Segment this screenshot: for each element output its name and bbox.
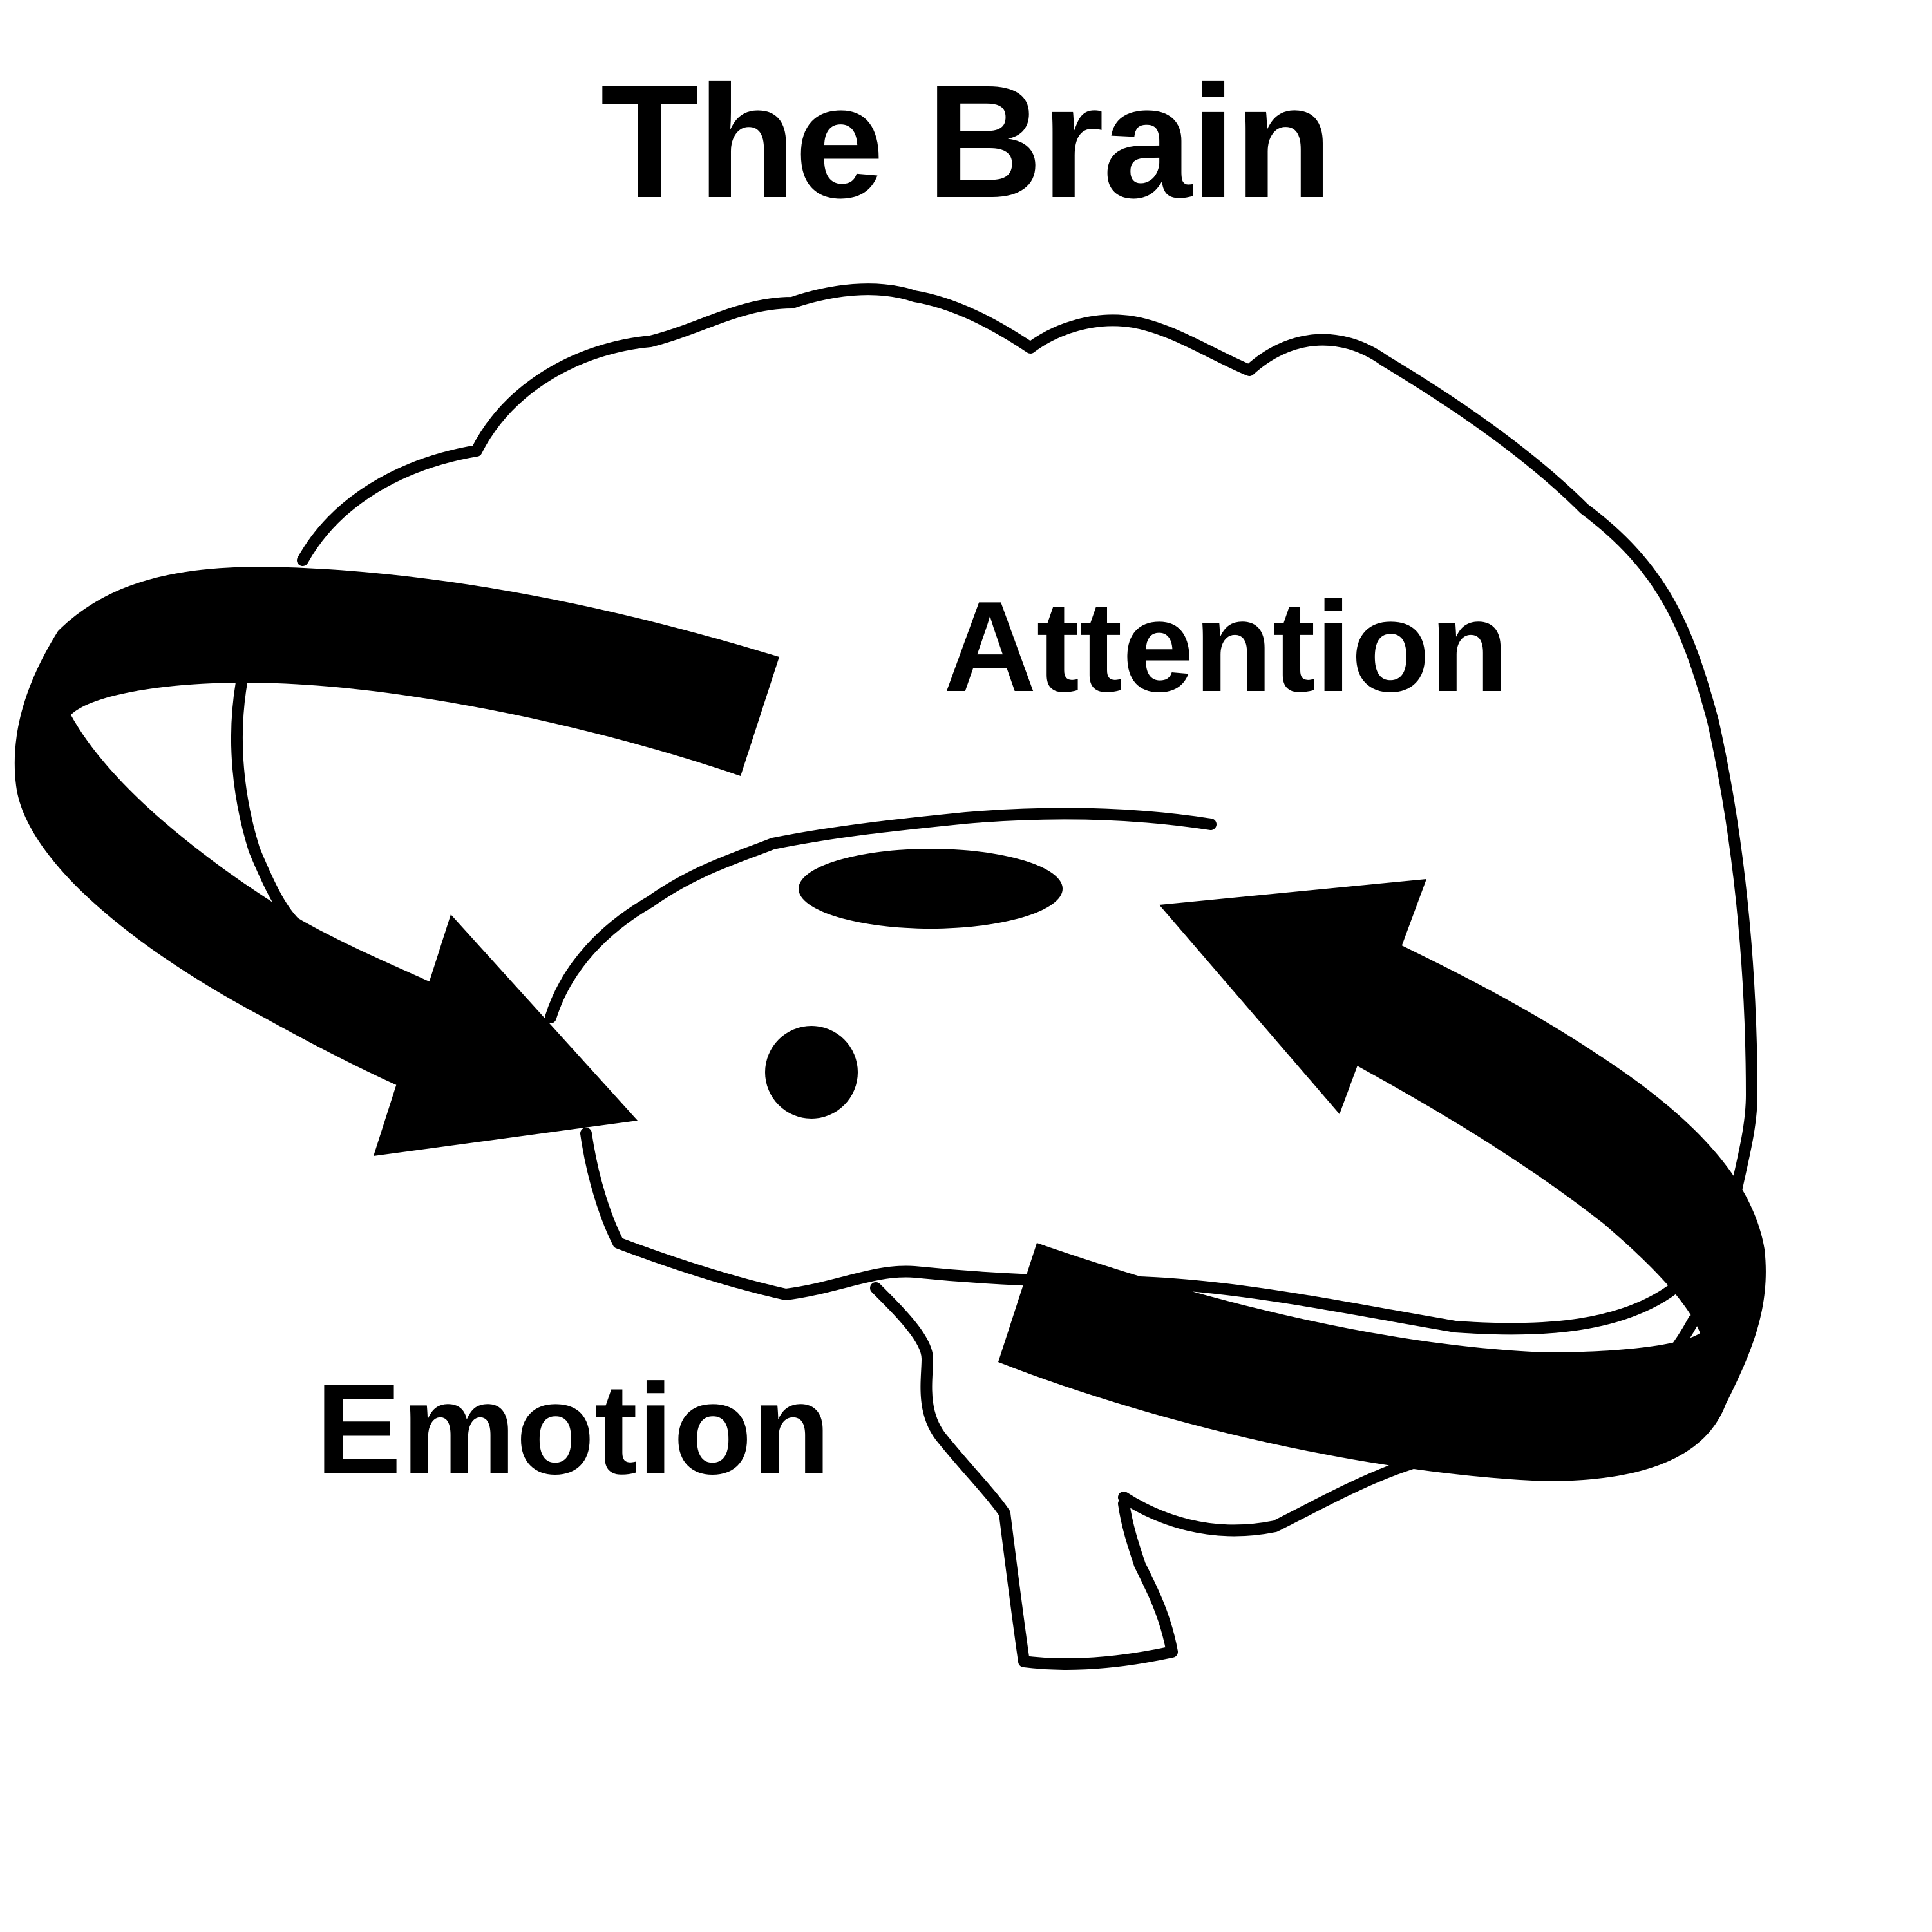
emotion-label: Emotion: [316, 1358, 831, 1501]
top-loop-arrow-band: [14, 567, 780, 1095]
bottom-loop-arrow-band: [998, 934, 1766, 1481]
brainstem-outline: [870, 1282, 1178, 1670]
cerebrum-outline: [297, 283, 1757, 1217]
diagram-title: The Brain: [600, 52, 1333, 231]
frontal-lobe-outline: [231, 677, 305, 933]
attention-label: Attention: [943, 575, 1509, 719]
bottom-loop-arrowhead: [1159, 879, 1426, 1114]
thalamus-oval: [799, 849, 1063, 929]
top-loop-arrowhead: [374, 914, 638, 1156]
amygdala-dot: [765, 1026, 858, 1119]
limbic-region-outline: [545, 808, 1680, 1335]
